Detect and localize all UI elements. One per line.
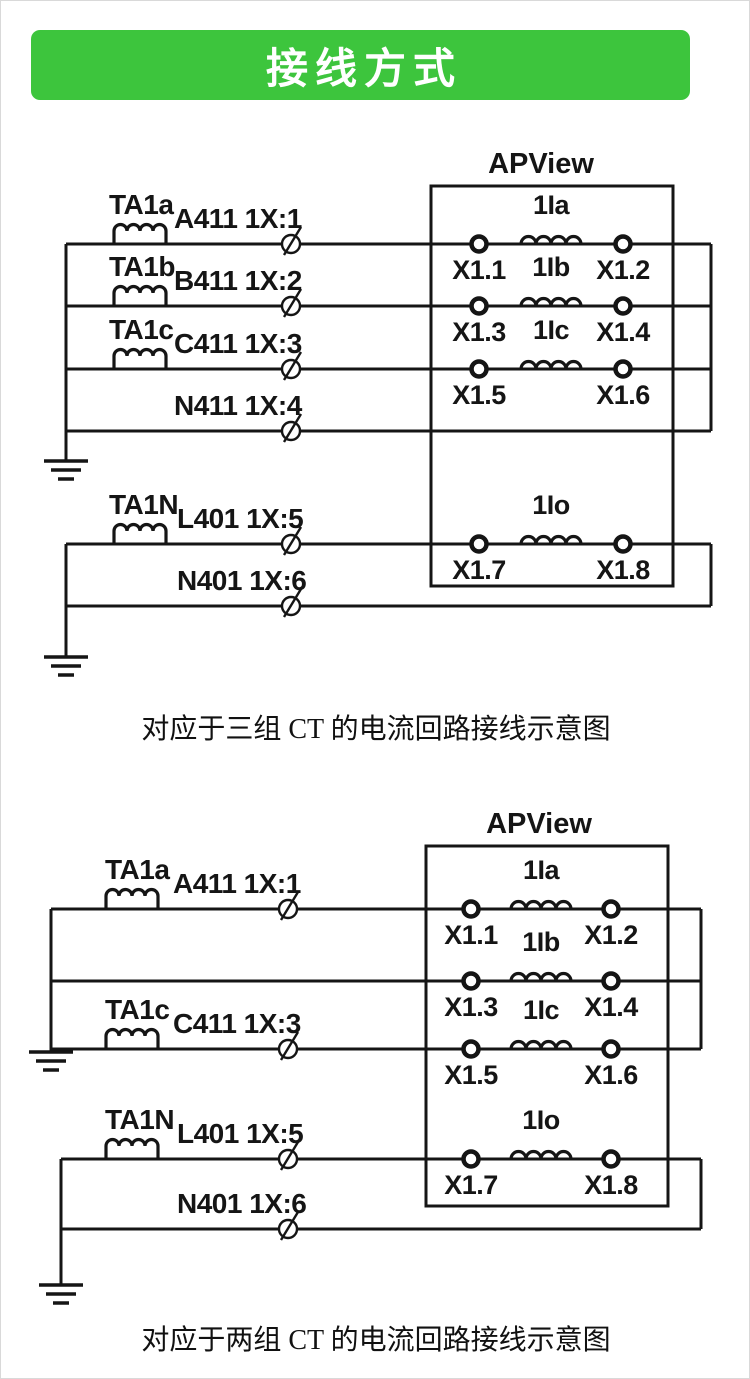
device-box (429, 184, 675, 588)
ct-symbol-ta1c (112, 347, 168, 371)
d1-coil-label-1ib: 1Ib (532, 252, 570, 282)
d1-coil-label-1ic: 1Ic (533, 315, 570, 345)
d2-terminal-label-x1-4: X1.4 (584, 992, 638, 1022)
terminal-x1-3 (464, 974, 479, 989)
ct-symbol-ta1a (112, 222, 168, 246)
d2-coil-label-1ia: 1Ia (523, 855, 561, 885)
d2-ct-label-ta1n: TA1N (105, 1104, 174, 1135)
d1-terminal-label-x1-6: X1.6 (596, 380, 650, 410)
ct-symbol-ta1a (104, 887, 160, 911)
d1-ct-label-ta1a: TA1a (109, 189, 174, 220)
d2-terminal-label-x1-6: X1.6 (584, 1060, 638, 1090)
terminal-x1-4 (604, 974, 619, 989)
d2-wire-label-l401: L401 1X:5 (177, 1118, 303, 1149)
ct-symbol-ta1n (112, 522, 168, 546)
d1-ct-label-ta1n: TA1N (109, 489, 178, 520)
d2-wire-label-n401: N401 1X:6 (177, 1188, 306, 1219)
d2-ct-label-ta1c: TA1c (105, 994, 169, 1025)
d1-coil-label-1io: 1Io (532, 490, 570, 520)
d2-terminal-label-x1-3: X1.3 (444, 992, 498, 1022)
d1-wire-label-n411: N411 1X:4 (174, 390, 303, 421)
d2-coil-label-1io: 1Io (522, 1105, 560, 1135)
ct-symbol-ta1n (104, 1137, 160, 1161)
wires (64, 242, 713, 657)
terminal-x1-2 (616, 237, 631, 252)
d2-device-label: APView (486, 808, 592, 840)
d1-terminal-label-x1-5: X1.5 (452, 380, 506, 410)
d1-terminal-label-x1-8: X1.8 (596, 555, 650, 585)
terminal-x1-7 (464, 1152, 479, 1167)
ground-1 (42, 459, 90, 481)
d2-coil-label-1ic: 1Ic (523, 995, 560, 1025)
d2-coil-label-1ib: 1Ib (522, 927, 560, 957)
header-title: 接线方式 (265, 44, 462, 92)
diagram-three-ct: APView 1Ia 1Ib 1Ic 1Io X1.1 X1.2 X1.3 X1… (42, 148, 713, 745)
terminal-x1-2 (604, 902, 619, 917)
ct-symbol-ta1b (112, 284, 168, 308)
d2-terminal-label-x1-7: X1.7 (444, 1170, 498, 1200)
d2-terminal-label-x1-1: X1.1 (444, 920, 498, 950)
ground-2 (42, 655, 90, 677)
d1-ct-label-ta1c: TA1c (109, 314, 173, 345)
ct-symbol-ta1c (104, 1027, 160, 1051)
d1-terminal-label-x1-3: X1.3 (452, 317, 506, 347)
ground-2 (37, 1283, 85, 1305)
terminal-x1-3 (472, 299, 487, 314)
d1-wire-label-c411: C411 1X:3 (174, 328, 302, 359)
d2-wire-label-c411: C411 1X:3 (173, 1008, 301, 1039)
d1-terminal-label-x1-1: X1.1 (452, 255, 506, 285)
wires (49, 907, 703, 1285)
d1-terminal-label-x1-2: X1.2 (596, 255, 650, 285)
d2-terminal-label-x1-2: X1.2 (584, 920, 638, 950)
terminal-x1-1 (464, 902, 479, 917)
terminal-x1-7 (472, 537, 487, 552)
d2-caption: 对应于两组 CT 的电流回路接线示意图 (141, 1324, 610, 1356)
terminal-x1-8 (616, 537, 631, 552)
terminal-x1-4 (616, 299, 631, 314)
terminal-x1-1 (472, 237, 487, 252)
terminal-x1-6 (604, 1042, 619, 1057)
header-banner: 接线方式 (31, 30, 690, 100)
d2-terminal-label-x1-5: X1.5 (444, 1060, 498, 1090)
d1-terminal-label-x1-7: X1.7 (452, 555, 506, 585)
d1-ct-label-ta1b: TA1b (109, 251, 175, 282)
diagram-two-ct: APView 1Ia 1Ib 1Ic 1Io X1.1 X1.2 X1.3 X1… (27, 808, 703, 1356)
d1-wire-label-b411: B411 1X:2 (174, 265, 302, 296)
d1-device-label: APView (488, 148, 594, 180)
d2-ct-label-ta1a: TA1a (105, 854, 170, 885)
d1-wire-label-l401: L401 1X:5 (177, 503, 303, 534)
d1-wire-label-n401: N401 1X:6 (177, 565, 306, 596)
d2-terminal-label-x1-8: X1.8 (584, 1170, 638, 1200)
ground-1 (27, 1050, 75, 1072)
device-box (424, 844, 670, 1208)
terminal-x1-5 (464, 1042, 479, 1057)
d1-wire-label-a411: A411 1X:1 (174, 203, 302, 234)
d1-coil-label-1ia: 1Ia (533, 190, 571, 220)
terminal-x1-5 (472, 362, 487, 377)
d1-terminal-label-x1-4: X1.4 (596, 317, 650, 347)
d2-wire-label-a411: A411 1X:1 (173, 868, 301, 899)
terminal-x1-6 (616, 362, 631, 377)
d1-caption: 对应于三组 CT 的电流回路接线示意图 (141, 713, 610, 745)
terminal-x1-8 (604, 1152, 619, 1167)
